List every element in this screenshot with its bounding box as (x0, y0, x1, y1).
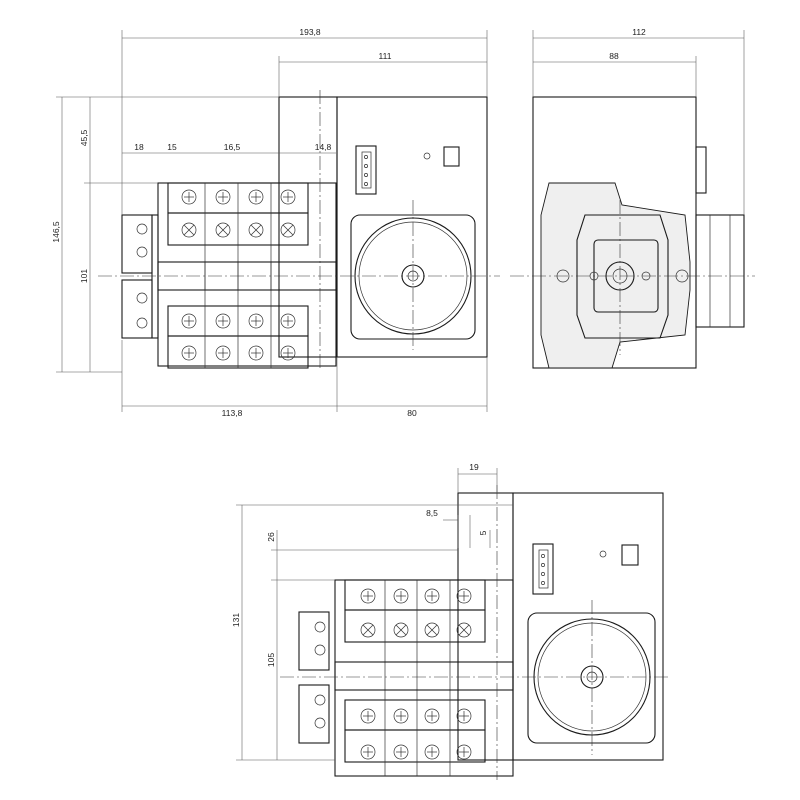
switch-housing (336, 96, 488, 358)
terminal-screw-icon (136, 189, 296, 361)
side-mechanism (540, 182, 691, 369)
indicator-window-icon (621, 544, 639, 566)
led-icon (423, 152, 431, 160)
side-view: 112 88 (510, 27, 755, 369)
dim-height-26: 26 (266, 532, 276, 542)
dim-overall-width: 193,8 (299, 27, 321, 37)
dim-offset-top: 19 (469, 462, 479, 472)
dim-right-width: 80 (407, 408, 417, 418)
dim-offset-a: 8,5 (426, 508, 438, 518)
dim-mount-height: 101 (79, 269, 89, 283)
connector-icon (355, 145, 377, 195)
terminal-screw-icon (314, 588, 472, 760)
dim-switch-width: 111 (379, 51, 392, 61)
dim-pitch-c: 16,5 (224, 142, 241, 152)
front-view: 193,8 111 113,8 80 18 15 16,5 14,8 146,5… (51, 27, 500, 418)
connector-icon (532, 543, 554, 595)
terminal-block-frame (157, 182, 337, 367)
dim-height-131: 131 (231, 613, 241, 627)
dim-height-total: 146,5 (51, 221, 61, 243)
dim-offset-b: 5 (478, 530, 488, 535)
indicator-window-icon (443, 146, 460, 167)
dim-height-105: 105 (266, 653, 276, 667)
dim-pitch-a: 18 (134, 142, 144, 152)
aux-terminal-lower (121, 279, 153, 339)
bottom-switch-housing (512, 492, 664, 761)
aux-terminal-upper (121, 214, 153, 274)
dim-top-offset: 45,5 (79, 129, 89, 146)
dim-depth-body: 88 (609, 51, 619, 61)
dim-depth-total: 112 (632, 27, 646, 37)
dim-left-width: 113,8 (222, 408, 243, 418)
dim-pitch-b: 15 (167, 142, 177, 152)
dim-pitch-d: 14,8 (315, 142, 332, 152)
bottom-view: 19 8,5 5 26 131 105 (231, 462, 670, 780)
